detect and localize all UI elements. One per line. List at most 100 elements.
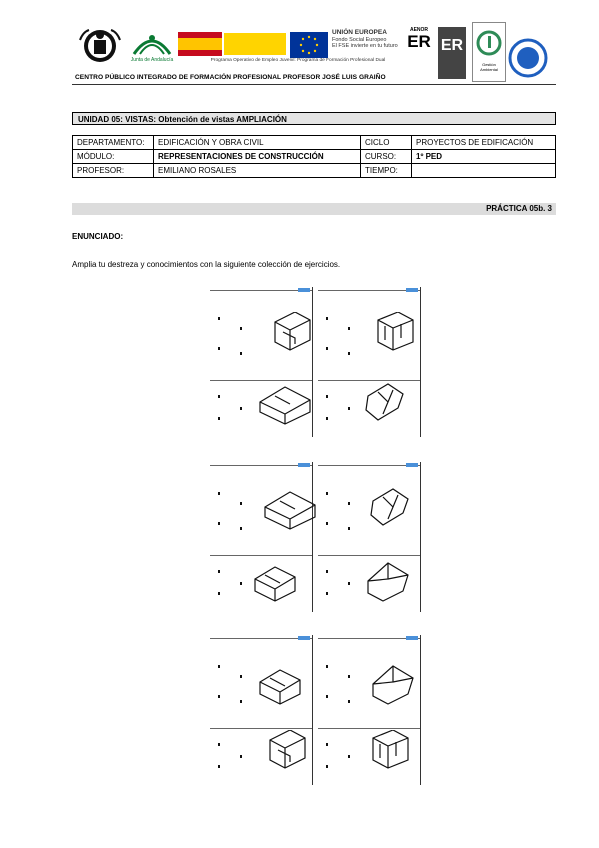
sheet-mark <box>240 675 242 678</box>
sheet-stamp-icon <box>298 463 310 467</box>
sheet-border-line <box>318 638 420 639</box>
sheet-mark <box>218 665 220 668</box>
label-ciclo: CICLO <box>360 135 412 150</box>
label-tiempo: TIEMPO: <box>360 163 412 178</box>
exercise-sheet <box>210 635 313 785</box>
sheet-mark <box>326 695 328 698</box>
er-label: ER <box>407 32 431 51</box>
sheet-mark <box>218 347 220 350</box>
eu-text-block: UNIÓN EUROPEA Fondo Social Europeo El FS… <box>332 29 402 50</box>
course-info-table: DEPARTAMENTO: EDIFICACIÓN Y OBRA CIVIL C… <box>72 135 556 178</box>
certification-seal-logo <box>508 38 548 78</box>
isometric-drawing-icon <box>370 488 409 526</box>
sheet-mark <box>218 395 220 398</box>
sheet-mark <box>240 582 242 585</box>
statement-title: ENUNCIADO: <box>72 232 124 241</box>
sheet-mark <box>348 527 350 530</box>
value-profesor: EMILIANO ROSALES <box>153 163 361 178</box>
label-profesor: PROFESOR: <box>72 163 154 178</box>
junta-caption: Junta de Andalucía <box>130 57 174 63</box>
sheet-divider <box>210 555 312 556</box>
sheet-stamp-icon <box>406 636 418 640</box>
eu-motto: El FSE invierte en tu futuro <box>332 43 398 49</box>
sheet-mark <box>218 592 220 595</box>
sheet-border-line <box>318 290 420 291</box>
sheet-mark <box>240 700 242 703</box>
ministry-text-block <box>224 33 286 55</box>
aenor-er-logo: AENOR ER <box>406 27 432 77</box>
isometric-drawing-icon <box>254 566 296 602</box>
sheet-mark <box>326 347 328 350</box>
sheet-mark <box>348 502 350 505</box>
sheet-mark <box>348 352 350 355</box>
sheet-divider <box>318 555 420 556</box>
isometric-drawing-icon <box>274 312 311 351</box>
value-tiempo <box>411 163 556 178</box>
sheet-border-line <box>210 638 312 639</box>
sheet-mark <box>326 492 328 495</box>
sheet-mark <box>326 395 328 398</box>
sheet-border-line <box>318 465 420 466</box>
header-divider <box>72 84 556 85</box>
exercise-sheet <box>318 635 421 785</box>
sheet-mark <box>348 755 350 758</box>
table-row: MÓDULO: REPRESENTACIONES DE CONSTRUCCIÓN… <box>72 149 556 164</box>
exercise-sheet <box>318 462 421 612</box>
value-curso: 1º PED <box>411 149 556 164</box>
isometric-drawing-icon <box>367 562 409 602</box>
sheet-mark <box>240 755 242 758</box>
program-text: Programa Operativo de Empleo Juvenil: Pr… <box>210 58 386 63</box>
spain-ministry-logo <box>178 32 222 56</box>
isometric-drawing-icon <box>259 386 311 425</box>
sheet-mark <box>326 743 328 746</box>
sheet-mark <box>218 765 220 768</box>
isometric-drawing-icon <box>377 312 414 351</box>
sheet-mark <box>326 665 328 668</box>
sheet-divider <box>210 728 312 729</box>
sheet-mark <box>218 417 220 420</box>
sheet-mark <box>218 317 220 320</box>
eu-title: UNIÓN EUROPEA <box>332 29 387 36</box>
sheet-mark <box>348 582 350 585</box>
sheet-divider <box>318 728 420 729</box>
statement-text: Amplia tu destreza y conocimientos con l… <box>72 260 341 269</box>
exercise-sheet <box>210 462 316 612</box>
label-departamento: DEPARTAMENTO: <box>72 135 154 150</box>
sheet-mark <box>240 352 242 355</box>
isometric-drawing-icon <box>264 491 316 530</box>
isometric-drawing-icon <box>372 665 414 705</box>
sheet-mark <box>348 675 350 678</box>
junta-andalucia-logo: Junta de Andalucía <box>130 30 174 64</box>
unit-title: UNIDAD 05: VISTAS: Obtención de vistas A… <box>72 112 556 125</box>
isometric-drawing-icon <box>365 383 404 421</box>
sheet-mark <box>240 527 242 530</box>
sheet-mark <box>218 522 220 525</box>
value-ciclo: PROYECTOS DE EDIFICACIÓN <box>411 135 556 150</box>
sheet-mark <box>326 417 328 420</box>
sheet-border-line <box>210 465 312 466</box>
sheet-mark <box>348 407 350 410</box>
exercise-sheet <box>318 287 421 437</box>
eu-flag-icon <box>290 32 328 58</box>
sheet-mark <box>326 765 328 768</box>
isometric-drawing-icon <box>259 669 301 705</box>
isometric-drawing-icon <box>372 730 409 769</box>
sheet-mark <box>326 570 328 573</box>
table-row: PROFESOR: EMILIANO ROSALES TIEMPO: <box>72 163 556 178</box>
exercise-sheet <box>210 287 313 437</box>
sheet-mark <box>240 327 242 330</box>
sheet-mark <box>240 407 242 410</box>
isometric-drawing-icon <box>269 730 306 769</box>
sheet-mark <box>348 327 350 330</box>
sheet-mark <box>348 700 350 703</box>
gestion-label: Gestión Ambiental <box>480 62 498 72</box>
sheet-mark <box>218 492 220 495</box>
sheet-mark <box>218 570 220 573</box>
sheet-mark <box>326 317 328 320</box>
value-departamento: EDIFICACIÓN Y OBRA CIVIL <box>153 135 361 150</box>
gestion-ambiental-logo: Gestión Ambiental <box>472 22 506 82</box>
sheet-mark <box>326 522 328 525</box>
value-modulo: REPRESENTACIONES DE CONSTRUCCIÓN <box>153 149 361 164</box>
sheet-mark <box>218 695 220 698</box>
eu-fund: Fondo Social Europeo <box>332 36 387 43</box>
